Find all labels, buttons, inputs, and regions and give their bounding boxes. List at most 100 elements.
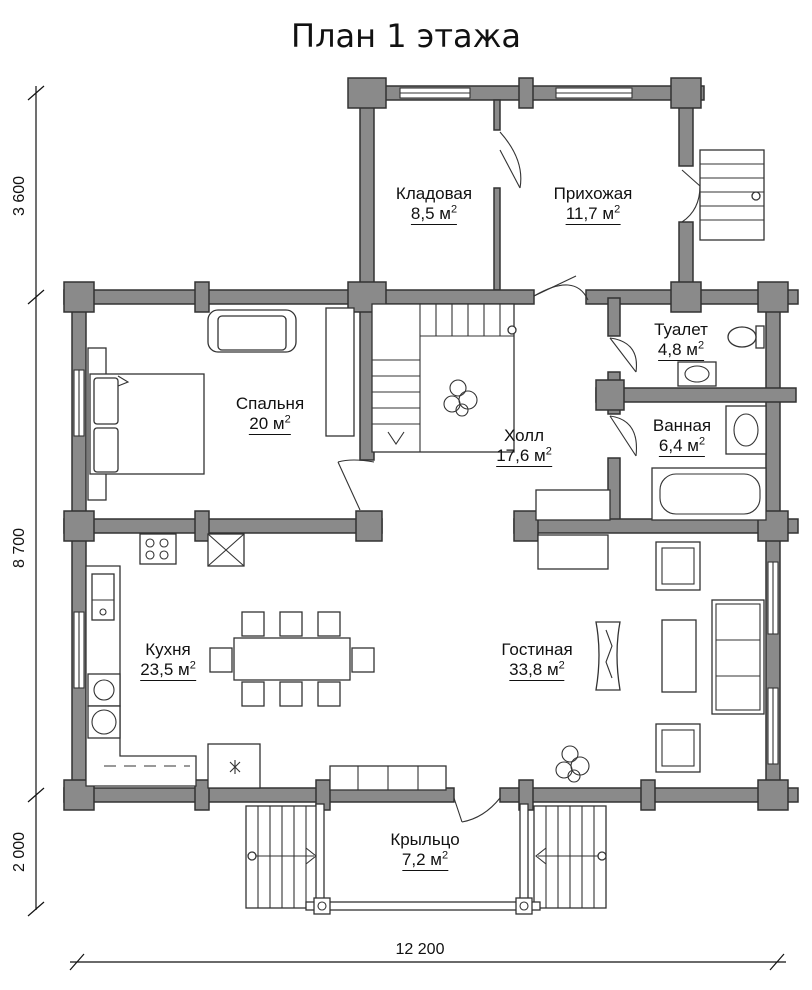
dimension-tick (27, 85, 45, 101)
room-label-hallway: Прихожая 11,7 м2 (553, 184, 633, 225)
chair (279, 681, 303, 707)
post (670, 281, 702, 313)
bench (535, 489, 611, 521)
room-name: Прихожая (553, 184, 633, 203)
plant-icon (555, 745, 590, 783)
wall-top-main-left (63, 289, 535, 305)
post (757, 779, 789, 811)
post (518, 77, 534, 109)
room-area: 17,6 м2 (496, 445, 552, 467)
bedroom-furniture (87, 307, 355, 501)
porch-railing (305, 901, 541, 911)
room-label-toilet: Туалет 4,8 м2 (654, 320, 708, 361)
post (757, 281, 789, 313)
hall-furniture (443, 379, 611, 783)
room-area: 23,5 м2 (140, 659, 196, 681)
room-label-hall: Холл 17,6 м2 (496, 426, 552, 467)
post (347, 77, 387, 109)
post (640, 779, 656, 811)
chair (279, 611, 303, 637)
room-area: 11,7 м2 (565, 203, 621, 225)
porch-post (313, 897, 331, 915)
dining-table (233, 637, 351, 681)
plant-icon (443, 379, 478, 417)
armchair (655, 541, 701, 591)
room-area: 7,2 м2 (401, 849, 449, 871)
chair (351, 647, 375, 673)
post (757, 510, 789, 542)
wall-bath-living (513, 518, 799, 534)
wall-pantry-divider-bottom (493, 187, 501, 291)
room-label-porch: Крыльцо 7,2 м2 (390, 830, 460, 871)
post (194, 779, 210, 811)
dimension-lines: 3 600 8 700 2 000 12 200 (11, 85, 786, 971)
post (595, 379, 625, 411)
post (63, 510, 95, 542)
post (194, 281, 210, 313)
porch-railing (519, 803, 529, 907)
toilet-tank (755, 325, 765, 349)
wardrobe (325, 307, 355, 437)
plan-title: План 1 этажа (291, 17, 521, 55)
room-label-pantry: Кладовая 8,5 м2 (396, 184, 472, 225)
chair (209, 647, 233, 673)
living-furniture (595, 541, 765, 773)
wall-bedroom-kitchen (63, 518, 383, 534)
chair (241, 611, 265, 637)
chair (317, 611, 341, 637)
bathroom-fixtures (651, 325, 767, 521)
room-area: 20 м2 (249, 413, 291, 435)
sofa (711, 599, 765, 715)
armchair (655, 723, 701, 773)
dimension-tick (69, 953, 85, 971)
room-area: 4,8 м2 (657, 339, 705, 361)
post (194, 510, 210, 542)
dimension-upper: 3 600 (11, 176, 28, 216)
room-area: 6,4 м2 (658, 435, 706, 457)
room-label-bedroom: Спальня 20 м2 (236, 394, 304, 435)
dimension-porch: 2 000 (11, 832, 28, 872)
dimension-width: 12 200 (396, 941, 445, 958)
room-area: 8,5 м2 (410, 203, 458, 225)
toilet-icon (727, 326, 757, 348)
chair (241, 681, 265, 707)
room-area: 33,8 м2 (509, 659, 565, 681)
room-label-living: Гостиная 33,8 м2 (501, 640, 573, 681)
room-label-kitchen: Кухня 23,5 м2 (140, 640, 196, 681)
kitchen-furniture (85, 533, 447, 791)
washing-machine (87, 673, 121, 707)
porch-railing (315, 803, 325, 907)
wall-pantry-divider-top (493, 99, 501, 131)
post (513, 510, 539, 542)
room-name: Кухня (145, 640, 191, 659)
wall-toilet-left-top (607, 297, 621, 337)
sink (91, 573, 115, 621)
bath-sink-icon (725, 405, 767, 455)
post (355, 510, 383, 542)
room-name: Холл (503, 426, 545, 445)
bathtub-icon (651, 467, 767, 521)
room-name: Кладовая (395, 184, 473, 203)
porch-post (515, 897, 533, 915)
console (537, 534, 609, 570)
dimension-tick (27, 901, 45, 917)
room-name: Гостиная (501, 640, 573, 659)
dimension-tick (27, 289, 45, 305)
dimension-main: 8 700 (11, 528, 28, 568)
dimension-tick (27, 787, 45, 803)
room-label-bathroom: Ванная 6,4 м2 (653, 416, 711, 457)
walls (63, 85, 799, 809)
room-name: Туалет (654, 320, 708, 339)
coffee-table (661, 619, 697, 693)
wall-left-main (71, 283, 87, 809)
log-ends (63, 77, 789, 811)
wall-toilet-bath (595, 387, 797, 403)
room-name: Ванная (652, 416, 712, 435)
post (63, 281, 95, 313)
chair (317, 681, 341, 707)
post (670, 77, 702, 109)
stove (139, 533, 177, 565)
windows (73, 87, 779, 765)
